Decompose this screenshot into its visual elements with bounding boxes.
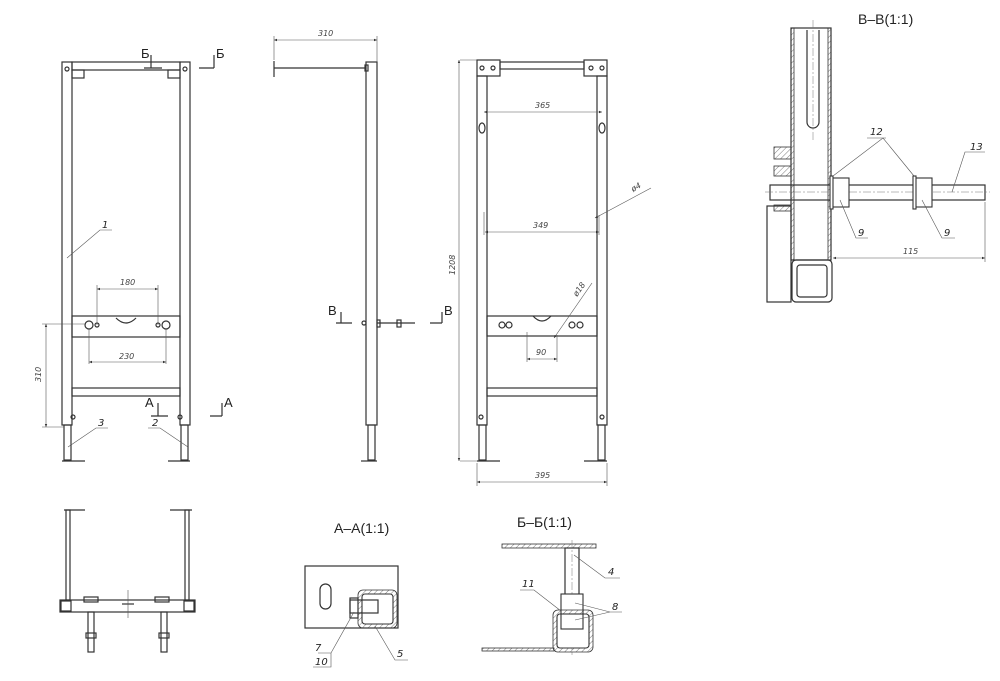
dim-310-horizontal: 310 (318, 29, 333, 38)
part-label-10: 10 (315, 657, 328, 668)
dim-1208: 1208 (448, 255, 457, 275)
section-bb: Б–Б(1:1) 4 11 8 (481, 514, 622, 655)
section-mark-a-right: А (224, 395, 233, 410)
section-mark-a-left: А (145, 395, 154, 410)
dim-365: 365 (535, 101, 550, 110)
section-mark-b-right: Б (216, 46, 225, 61)
rear-view: 1208 365 349 ø4 90 ø18 395 (448, 59, 652, 486)
dim-90: 90 (536, 348, 546, 357)
plan-view (59, 509, 196, 653)
part-label-2: 2 (152, 418, 158, 429)
part-label-5: 5 (397, 649, 403, 660)
part-label-9-second: 9 (944, 228, 950, 239)
dim-180: 180 (120, 278, 135, 287)
section-vv: В–В(1:1) 12 13 9 9 115 (765, 11, 990, 303)
part-label-13: 13 (970, 142, 983, 153)
section-mark-v-right: В (444, 303, 453, 318)
side-view: 310 В В (273, 29, 453, 462)
part-label-7: 7 (315, 643, 322, 654)
dim-349: 349 (533, 221, 548, 230)
front-view: 180 230 310 1 3 2 Б Б А А (34, 46, 233, 462)
dim-395: 395 (535, 471, 550, 480)
dim-115: 115 (903, 247, 918, 256)
section-mark-b-left: Б (141, 46, 150, 61)
dim-310-vertical: 310 (34, 367, 43, 382)
part-label-9-first: 9 (858, 228, 864, 239)
dim-diameter-18: ø18 (571, 281, 588, 299)
section-aa: А–А(1:1) 7 10 5 (304, 520, 408, 668)
section-vv-title: В–В(1:1) (858, 11, 913, 27)
section-aa-title: А–А(1:1) (334, 520, 389, 536)
part-label-1: 1 (102, 220, 108, 231)
part-label-12: 12 (870, 127, 883, 138)
part-label-8: 8 (612, 602, 618, 613)
part-label-3: 3 (98, 418, 104, 429)
section-mark-v-left: В (328, 303, 337, 318)
part-label-4: 4 (608, 567, 614, 578)
dim-diameter-4: ø4 (629, 181, 643, 194)
part-label-11: 11 (522, 579, 535, 590)
dim-230: 230 (119, 352, 134, 361)
section-bb-title: Б–Б(1:1) (517, 514, 572, 530)
